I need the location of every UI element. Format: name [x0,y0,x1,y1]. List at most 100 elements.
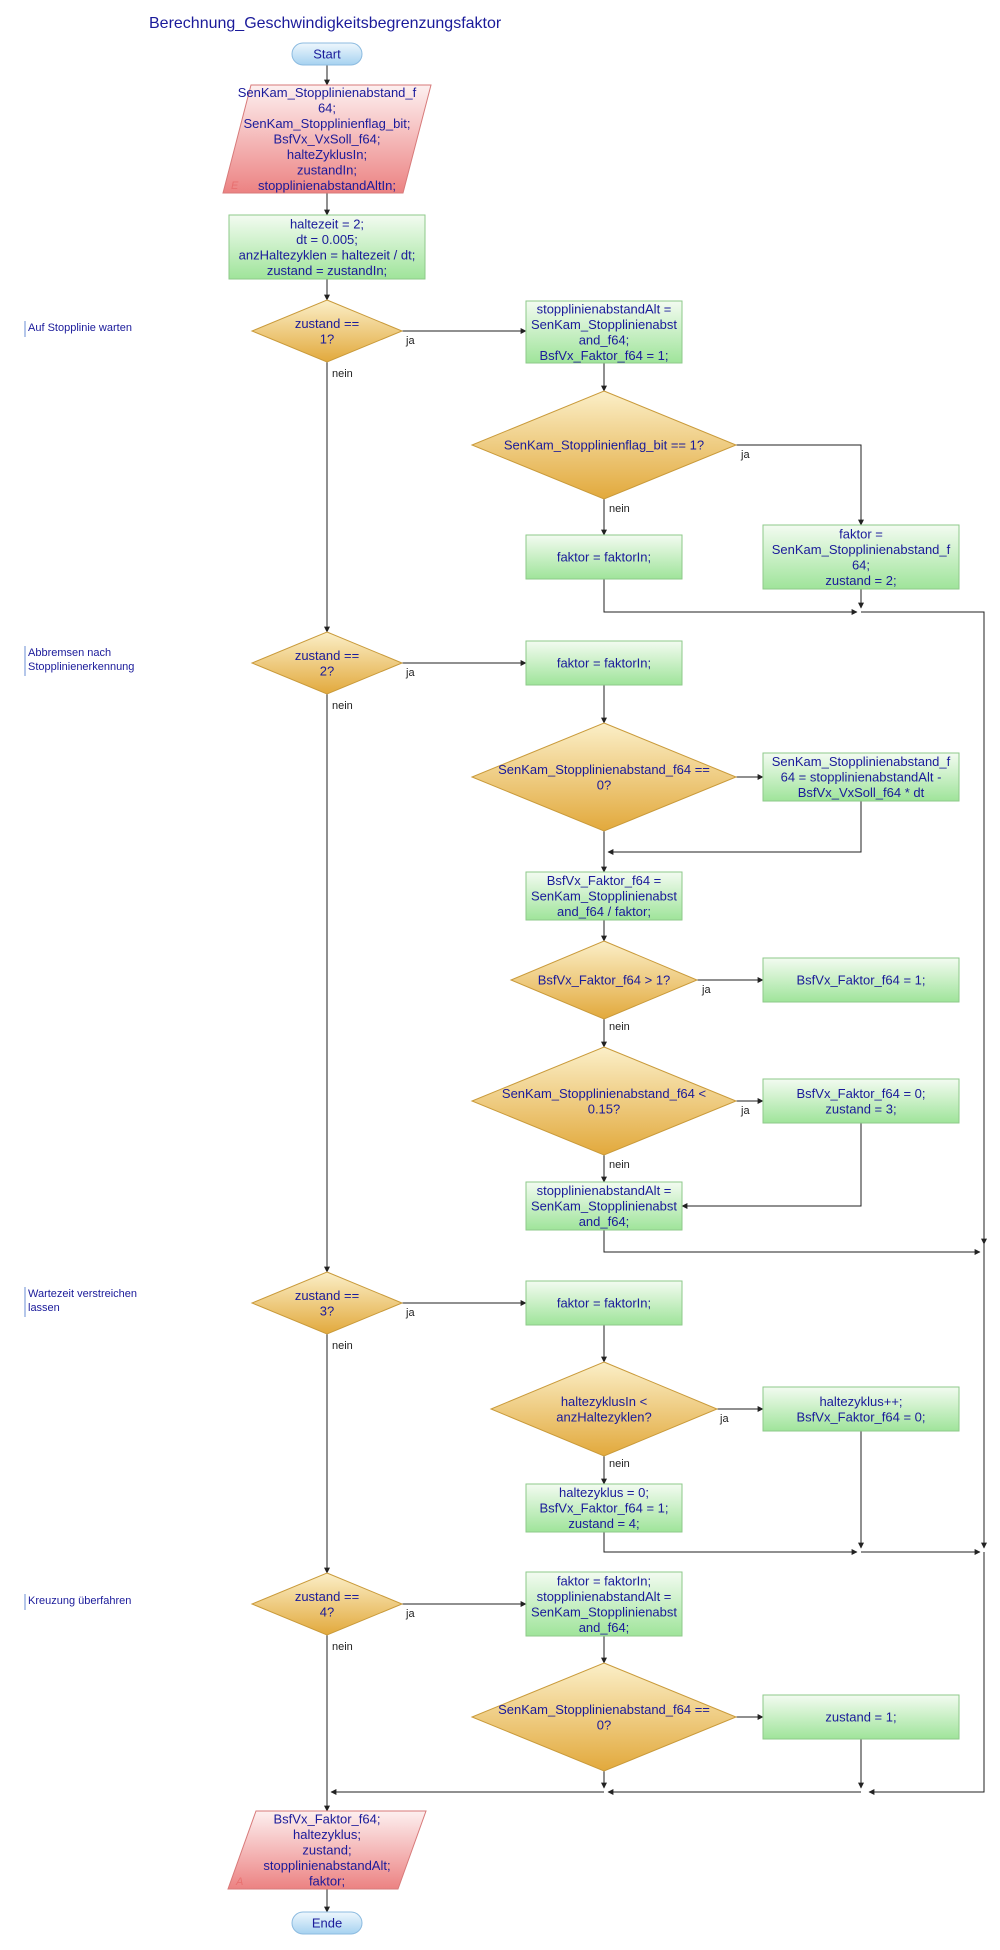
node-text: SenKam_Stopplinienabstand_f [772,542,951,557]
node-p2cj: BsfVx_Faktor_f64 = 1; [762,957,960,1003]
node-text: faktor = faktorIn; [557,1296,651,1311]
comment-text: Abbremsen nach [28,647,111,659]
process-box [525,871,683,921]
node-text: zustand = 2; [825,573,896,588]
terminal-pill [291,42,363,66]
node-text: haltezyklusIn < [561,1394,647,1409]
label-ja-d1: ja [405,335,415,347]
decision-diamond [250,1572,404,1636]
node-text: dt = 0.005; [296,232,358,247]
node-output: ABsfVx_Faktor_f64;haltezyklus;zustand;st… [227,1810,427,1890]
node-input: ESenKam_Stopplinienabstand_f64;SenKam_St… [222,84,432,194]
node-text: SenKam_Stopplinienabst [531,1199,677,1214]
node-text: SenKam_Stopplinienabstand_f [238,85,417,100]
label-ja-d4: ja [405,1608,415,1620]
node-text: faktor; [309,1874,345,1889]
node-text: faktor = [839,526,883,541]
node-text: BsfVx_Faktor_f64 > 1? [538,973,671,988]
node-text: SenKam_Stopplinienabstand_f [772,754,951,769]
process-box [762,1386,960,1432]
node-d3: zustand ==3? [250,1271,404,1335]
node-p3n: haltezyklus = 0;BsfVx_Faktor_f64 = 1;zus… [525,1483,683,1533]
decision-diamond [470,390,738,500]
node-text: 64; [852,557,870,572]
node-text: SenKam_Stopplinienabst [531,1604,677,1619]
node-text: stopplinienabstandAltIn; [258,178,396,193]
node-text: halteZyklusIn; [287,147,367,162]
edge-rail-2 [868,1552,985,1795]
label-nein-d2c: nein [609,1021,630,1033]
node-text: BsfVx_Faktor_f64 = 1; [797,973,926,988]
process-box [762,752,960,802]
edge-d1b-p1j [736,444,864,526]
node-p2e: stopplinienabstandAlt =SenKam_Stopplinie… [525,1181,683,1231]
process-box [525,1483,683,1533]
label-nein-d1b: nein [609,503,630,515]
node-p2a: faktor = faktorIn; [525,640,683,686]
label-ja-d3b: ja [719,1413,729,1425]
decision-diamond [250,299,404,363]
branch-labels: janeinjaneinjaneinjaneinjaneinjaneinjane… [332,335,750,1653]
label-ja-d2c: ja [701,984,711,996]
edge-p2e-right [603,1230,981,1255]
node-text: BsfVx_Faktor_f64 = 1; [540,1501,669,1516]
node-text: SenKam_Stopplinienabst [531,889,677,904]
node-init: haltezeit = 2;dt = 0.005;anzHaltezyklen … [228,214,426,280]
decision-diamond [470,722,738,832]
node-text: 0? [597,777,611,792]
node-d1b: SenKam_Stopplinienflag_bit == 1? [470,390,738,500]
decision-diamond [250,631,404,695]
node-start: Start [291,42,363,66]
node-d2c: BsfVx_Faktor_f64 > 1? [509,940,699,1020]
node-text: SenKam_Stopplinienabstand_f64 == [498,1702,710,1717]
node-text: BsfVx_VxSoll_f64; [274,132,381,147]
node-text: zustand = 1; [825,1710,896,1725]
node-text: Start [313,47,341,62]
decision-diamond [509,940,699,1020]
node-text: 1? [320,331,334,346]
node-d2: zustand ==2? [250,631,404,695]
edge-merge1-right [861,611,987,1245]
edge-p2dj-p2e [681,1123,862,1209]
node-text: zustand == [295,316,359,331]
node-text: BsfVx_Faktor_f64 = 0; [797,1086,926,1101]
node-text: zustand = 3; [825,1101,896,1116]
label-nein-d4: nein [332,1641,353,1653]
node-d1: zustand ==1? [250,299,404,363]
node-p4a: faktor = faktorIn;stopplinienabstandAlt … [525,1571,683,1637]
node-text: stopplinienabstandAlt; [263,1858,390,1873]
node-text: faktor = faktorIn; [557,656,651,671]
node-text: 64; [318,101,336,116]
node-text: zustand = zustandIn; [267,263,387,278]
node-text: haltezyklus++; [819,1394,902,1409]
node-text: BsfVx_Faktor_f64 = [547,873,662,888]
diagram-title: Berechnung_Geschwindigkeitsbegrenzungsfa… [149,15,502,32]
node-p1a: stopplinienabstandAlt =SenKam_Stopplinie… [525,300,683,364]
label-ja-d3: ja [405,1307,415,1319]
io-parallelogram [222,84,432,194]
node-p1n: faktor = faktorIn; [525,534,683,580]
node-p3a: faktor = faktorIn; [525,1280,683,1326]
node-text: 64 = stopplinienabstandAlt - [781,770,942,785]
connectors [324,65,987,1913]
process-box [762,524,960,590]
node-text: anzHaltezyklen? [556,1409,651,1424]
node-d3b: haltezyklusIn <anzHaltezyklen? [489,1361,719,1457]
label-ja-d2: ja [405,667,415,679]
label-nein-d3: nein [332,1340,353,1352]
io-marker: A [235,1876,243,1888]
label-nein-d1: nein [332,368,353,380]
node-p2c: BsfVx_Faktor_f64 =SenKam_Stopplinienabst… [525,871,683,921]
node-p2j: SenKam_Stopplinienabstand_f64 = stopplin… [762,752,960,802]
process-box [762,1078,960,1124]
decision-diamond [250,1271,404,1335]
node-text: faktor = faktorIn; [557,550,651,565]
node-text: 0? [597,1717,611,1732]
node-text: Ende [312,1916,342,1931]
node-text: haltezyklus; [293,1827,361,1842]
node-text: stopplinienabstandAlt = [537,1589,672,1604]
comment-c4: Kreuzung überfahren [24,1594,131,1610]
node-text: haltezeit = 2; [290,216,364,231]
